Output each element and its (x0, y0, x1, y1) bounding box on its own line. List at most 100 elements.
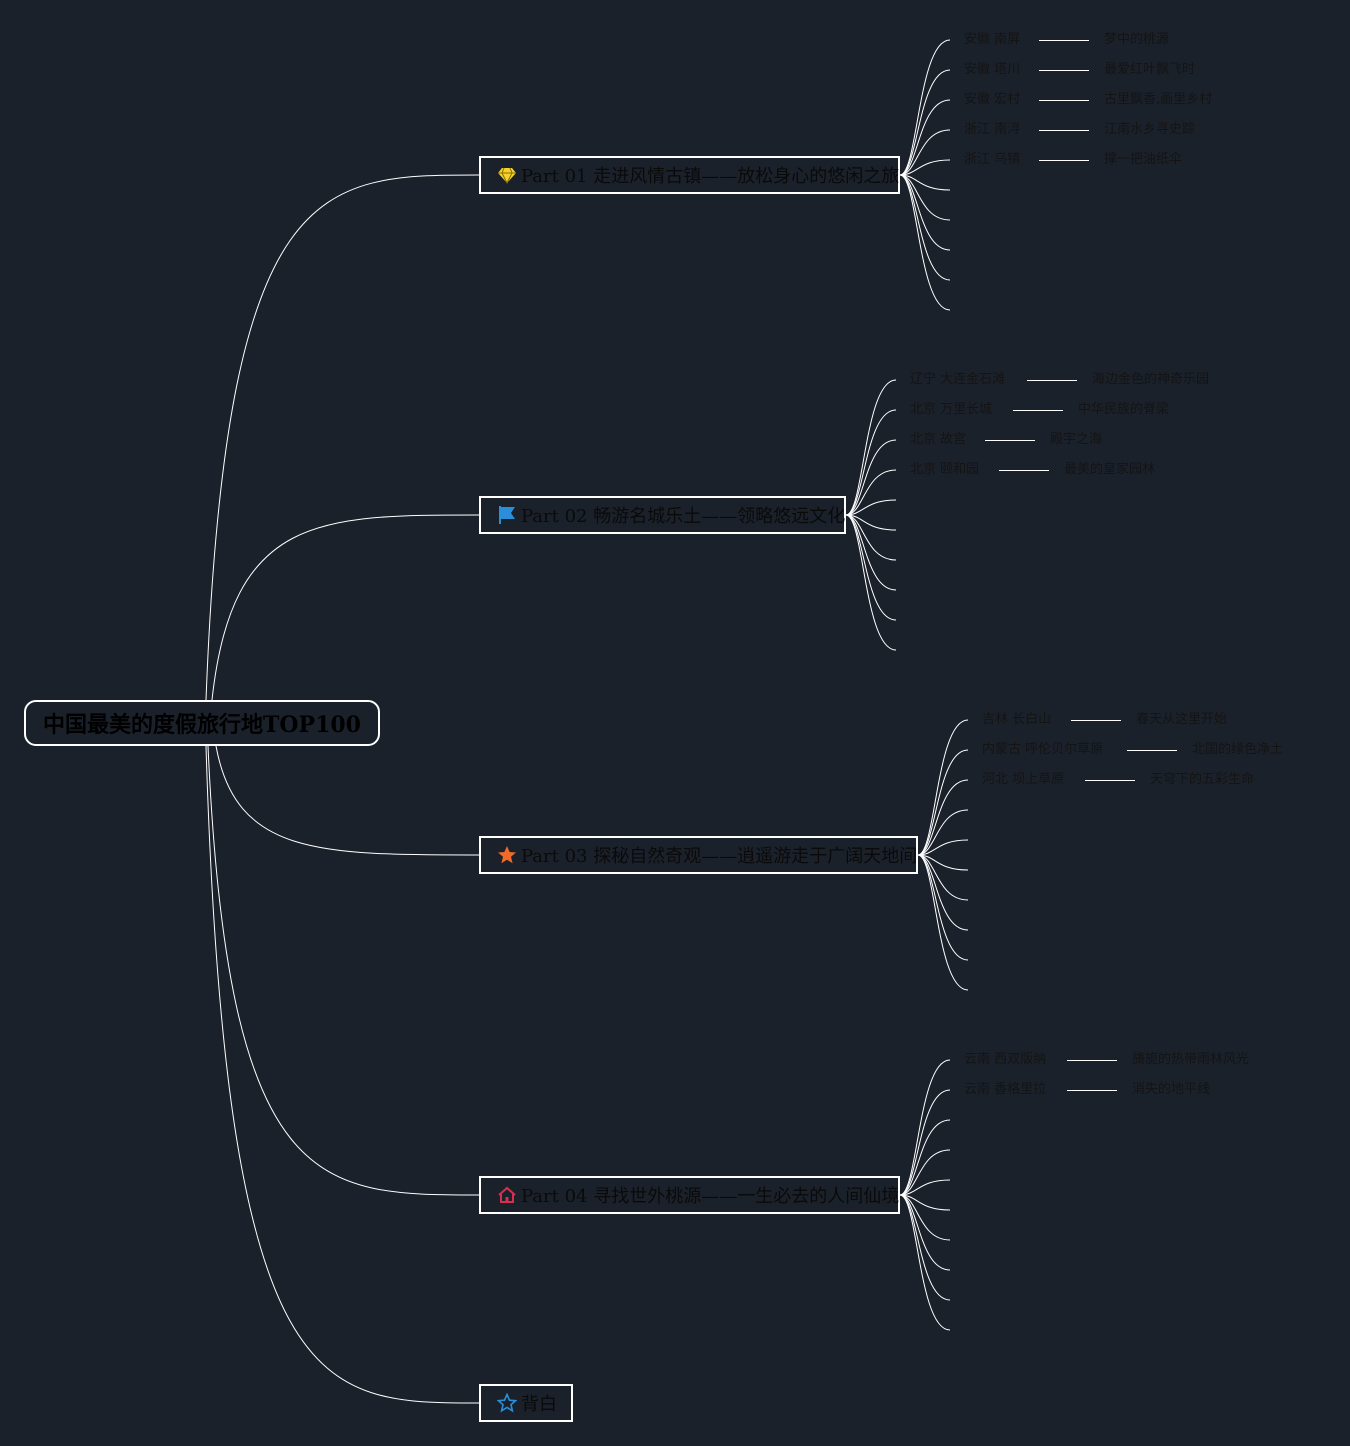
leaf-curve (845, 499, 897, 516)
leaf-place[interactable]: 云南 西双版纳 (964, 1052, 1047, 1067)
leaf-place[interactable]: 北京 万里长城 (910, 402, 993, 417)
leaf-desc[interactable]: 梦中的桃源 (1104, 32, 1170, 47)
leaf-curve (899, 159, 951, 176)
leaf-curve (899, 1149, 951, 1196)
branch-label: Part 03 探秘自然奇观——逍遥游走于广阔天地间 (521, 846, 918, 867)
leaf-curve (845, 409, 897, 516)
leaf-curve (845, 514, 897, 531)
leaf-connector (999, 470, 1049, 471)
leaf-curve (899, 174, 951, 251)
flag-icon (497, 504, 517, 526)
leaf-place[interactable]: 北京 颐和园 (910, 462, 980, 477)
branch-node-beibai[interactable]: 背白 (479, 1384, 573, 1422)
leaf-connector (1039, 70, 1089, 71)
leaf-curve (899, 174, 951, 221)
leaf-place[interactable]: 安徽 南屏 (964, 32, 1021, 47)
leaf-curve (899, 174, 951, 191)
leaf-curve (899, 1179, 951, 1196)
leaf-connector (1127, 750, 1177, 751)
root-branch-curve (215, 745, 480, 856)
leaf-connector (1013, 410, 1063, 411)
leaf-curve (899, 1059, 951, 1196)
leaf-curve (917, 809, 969, 856)
leaf-place[interactable]: 北京 故宫 (910, 432, 967, 447)
leaf-curve (899, 39, 951, 176)
leaf-curve (917, 854, 969, 901)
leaf-desc[interactable]: 古里飘香,画里乡村 (1104, 92, 1213, 107)
leaf-curve (917, 749, 969, 856)
leaf-place[interactable]: 辽宁 大连金石滩 (910, 372, 1006, 387)
leaf-connector (1085, 780, 1135, 781)
leaf-curve (899, 129, 951, 176)
leaf-connector (985, 440, 1035, 441)
leaf-desc[interactable]: 殿宇之海 (1050, 432, 1103, 447)
leaf-curve (899, 174, 951, 311)
leaf-place[interactable]: 云南 香格里拉 (964, 1082, 1047, 1097)
leaf-desc[interactable]: 北国的绿色净土 (1192, 742, 1284, 757)
leaf-connector (1039, 40, 1089, 41)
leaf-place[interactable]: 安徽 宏村 (964, 92, 1021, 107)
leaf-desc[interactable]: 江南水乡寻史踪 (1104, 122, 1196, 137)
leaf-curve (845, 469, 897, 516)
branch-node-part-04[interactable]: Part 04 寻找世外桃源——一生必去的人间仙境 (479, 1176, 900, 1214)
leaf-desc[interactable]: 春天从这里开始 (1136, 712, 1228, 727)
leaf-curve (899, 1119, 951, 1196)
leaf-place[interactable]: 内蒙古 呼伦贝尔草原 (982, 742, 1104, 757)
leaf-curve (917, 854, 969, 871)
root-branch-curve (211, 514, 480, 701)
leaf-desc[interactable]: 撑一把油纸伞 (1104, 152, 1183, 167)
leaf-connector (1039, 160, 1089, 161)
root-branch-curve (205, 174, 480, 701)
branch-label: Part 04 寻找世外桃源——一生必去的人间仙境 (521, 1186, 900, 1207)
leaf-connector (1067, 1060, 1117, 1061)
leaf-desc[interactable]: 最爱红叶飘飞时 (1104, 62, 1196, 77)
leaf-curve (845, 514, 897, 561)
house-icon (497, 1184, 517, 1206)
branch-node-part-02[interactable]: Part 02 畅游名城乐土——领略悠远文化 (479, 496, 846, 534)
leaf-curve (899, 1194, 951, 1211)
branch-node-part-01[interactable]: Part 01 走进风情古镇——放松身心的悠闲之旅 (479, 156, 900, 194)
leaf-desc[interactable]: 中华民族的脊梁 (1078, 402, 1170, 417)
leaf-curve (845, 514, 897, 591)
leaf-place[interactable]: 浙江 南浔 (964, 122, 1021, 137)
branch-label: Part 02 畅游名城乐土——领略悠远文化 (521, 506, 846, 527)
leaf-connector (1067, 1090, 1117, 1091)
leaf-curve (917, 854, 969, 991)
leaf-curve (917, 854, 969, 931)
leaf-desc[interactable]: 海边金色的神奇乐园 (1092, 372, 1210, 387)
leaf-curve (899, 69, 951, 176)
leaf-curve (899, 99, 951, 176)
branch-label: 背白 (521, 1394, 557, 1415)
leaf-place[interactable]: 安徽 塔川 (964, 62, 1021, 77)
leaf-place[interactable]: 浙江 乌镇 (964, 152, 1021, 167)
leaf-curve (845, 379, 897, 516)
leaf-desc[interactable]: 旖旎的热带雨林风光 (1132, 1052, 1250, 1067)
leaf-curve (917, 839, 969, 856)
leaf-desc[interactable]: 最美的皇家园林 (1064, 462, 1156, 477)
star-outline-icon (497, 1392, 517, 1414)
leaf-curve (845, 514, 897, 651)
leaf-curve (899, 1089, 951, 1196)
branch-node-part-03[interactable]: Part 03 探秘自然奇观——逍遥游走于广阔天地间 (479, 836, 918, 874)
leaf-curve (899, 1194, 951, 1241)
star-icon (497, 844, 517, 866)
diamond-icon (497, 164, 517, 186)
leaf-place[interactable]: 河北 坝上草原 (982, 772, 1065, 787)
root-node[interactable]: 中国最美的度假旅行地TOP100 (24, 700, 380, 746)
root-branch-curve (205, 745, 480, 1404)
leaf-connector (1039, 100, 1089, 101)
leaf-place[interactable]: 吉林 长白山 (982, 712, 1052, 727)
leaf-desc[interactable]: 天穹下的五彩生命 (1150, 772, 1255, 787)
root-branch-curve (207, 745, 480, 1196)
branch-label: Part 01 走进风情古镇——放松身心的悠闲之旅 (521, 166, 900, 187)
leaf-connector (1027, 380, 1077, 381)
leaf-connector (1071, 720, 1121, 721)
leaf-connector (1039, 130, 1089, 131)
root-title: 中国最美的度假旅行地TOP100 (42, 712, 361, 738)
leaf-desc[interactable]: 消失的地平线 (1132, 1082, 1211, 1097)
leaf-curve (917, 779, 969, 856)
leaf-curve (899, 1194, 951, 1271)
leaf-curve (845, 439, 897, 516)
leaf-curve (917, 719, 969, 856)
